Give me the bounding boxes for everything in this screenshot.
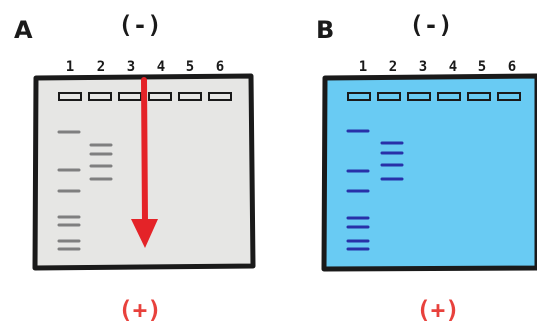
panel-b-positive-pole-label: (+) xyxy=(416,296,459,324)
panel-b-well-3 xyxy=(407,92,431,101)
panel-b-lane-number-4: 4 xyxy=(449,59,457,75)
panel-b-well-2 xyxy=(377,92,401,101)
panel-b-lane-numbers: 1 2 3 4 5 6 xyxy=(359,59,516,75)
panel-a-lane-number-3: 3 xyxy=(127,59,135,75)
panel-a-arrow-head xyxy=(131,219,158,248)
panel-b-lane-number-3: 3 xyxy=(419,59,427,75)
panel-a-migration-arrow xyxy=(131,77,158,248)
panel-a-wells xyxy=(58,92,232,101)
panel-b-lane-number-2: 2 xyxy=(389,59,397,75)
panel-a-lane-number-6: 6 xyxy=(216,59,224,75)
panel-a-positive-pole-label: (+) xyxy=(118,296,161,324)
panel-a-bands xyxy=(57,130,113,251)
panel-a-lane-number-5: 5 xyxy=(186,59,194,75)
panel-a-lane-number-4: 4 xyxy=(157,59,165,75)
panel-a-letter: A xyxy=(14,16,33,44)
panel-a-lane-number-1: 1 xyxy=(66,59,74,75)
panel-a-well-6 xyxy=(208,92,232,101)
panel-a-lane-numbers: 1 2 3 4 5 6 xyxy=(66,59,224,75)
panel-a: A (-) 1 2 3 4 5 6 xyxy=(14,11,256,324)
panel-b-well-6 xyxy=(497,92,521,101)
panel-b-lane-number-5: 5 xyxy=(478,59,486,75)
panel-b-gel xyxy=(321,73,537,272)
panel-b-well-5 xyxy=(467,92,491,101)
panel-a-well-1 xyxy=(58,92,82,101)
panel-a-well-3 xyxy=(118,92,142,101)
panel-a-arrow-shaft xyxy=(141,77,148,225)
panel-b-bands xyxy=(346,129,404,251)
panel-b-letter: B xyxy=(316,16,334,44)
panel-b-lane-number-6: 6 xyxy=(508,59,516,75)
panel-a-well-5 xyxy=(178,92,202,101)
panel-a-well-2 xyxy=(88,92,112,101)
panel-b-negative-pole-label: (-) xyxy=(409,11,452,39)
panel-a-negative-pole-label: (-) xyxy=(118,11,161,39)
panel-b: B (-) 1 2 3 4 5 6 xyxy=(316,11,537,324)
panel-b-wells xyxy=(347,92,521,101)
panel-b-well-1 xyxy=(347,92,371,101)
panel-b-lane-number-1: 1 xyxy=(359,59,367,75)
panel-a-well-4 xyxy=(148,92,172,101)
panel-b-well-4 xyxy=(437,92,461,101)
panel-a-lane-number-2: 2 xyxy=(97,59,105,75)
